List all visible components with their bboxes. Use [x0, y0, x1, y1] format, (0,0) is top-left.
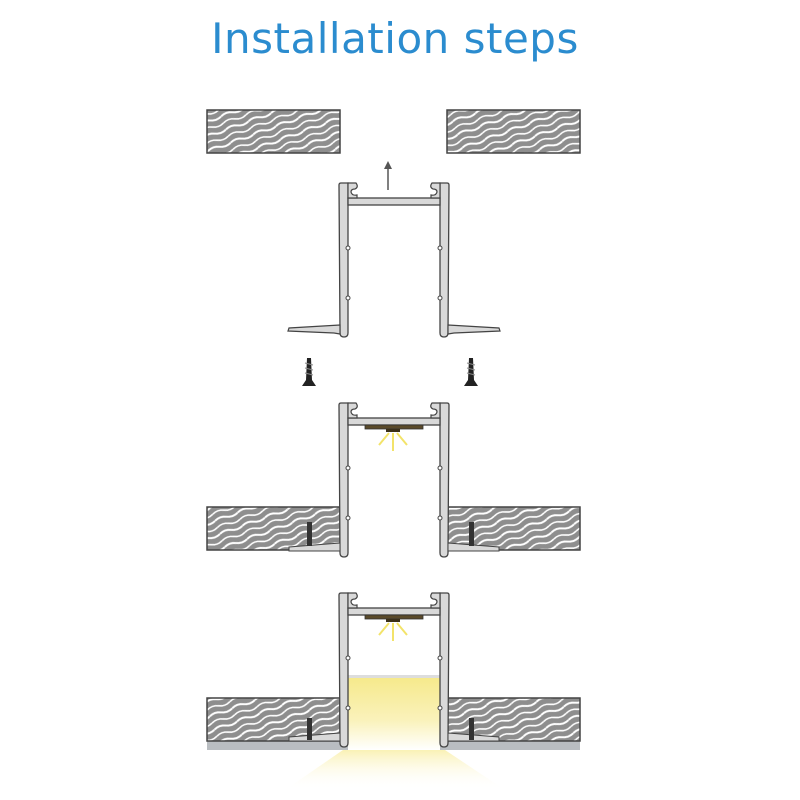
screw-icon	[307, 522, 312, 546]
diffuser-light	[348, 676, 440, 750]
screw-icon	[469, 718, 474, 740]
screw-icon	[307, 718, 312, 740]
led-strip-icon	[364, 424, 424, 452]
screw-icon	[301, 357, 317, 387]
light-beam	[285, 750, 505, 790]
board-left	[206, 109, 341, 154]
arrow-up-icon	[384, 161, 392, 190]
board-left	[206, 506, 341, 551]
led-strip-icon	[364, 614, 424, 642]
screw-icon	[463, 357, 479, 387]
aluminium-profile	[287, 182, 501, 338]
step-2	[206, 402, 581, 558]
page-title: Installation steps	[211, 14, 579, 63]
step-3	[206, 592, 581, 790]
step-1	[206, 109, 581, 387]
aluminium-profile	[288, 402, 500, 558]
board-right	[446, 109, 581, 154]
board-right	[446, 506, 581, 551]
screw-icon	[469, 522, 474, 546]
